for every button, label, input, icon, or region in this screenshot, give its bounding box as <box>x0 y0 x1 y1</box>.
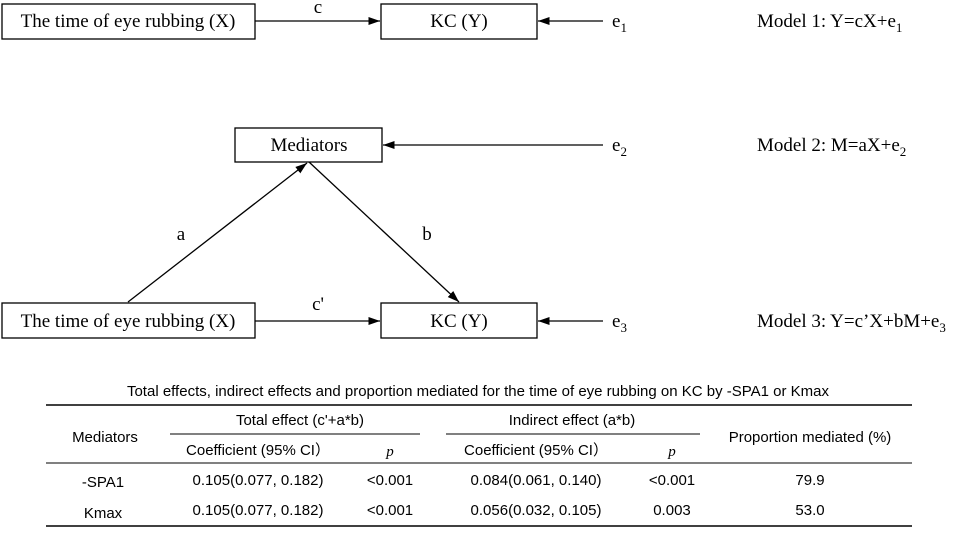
model1-path-c-label: c <box>314 0 322 18</box>
row2-ind-p: 0.003 <box>653 502 691 519</box>
model1-equation: Model 1: Y=cX+e1 <box>757 11 902 35</box>
mediators-label: Mediators <box>270 135 347 156</box>
row2-ind-coef: 0.056(0.032, 0.105) <box>471 502 602 519</box>
row1-ind-coef: 0.084(0.061, 0.140) <box>471 472 602 489</box>
model3-equation: Model 3: Y=c’X+bM+e3 <box>757 311 946 335</box>
row1-ind-p: <0.001 <box>649 472 695 489</box>
effects-table: Total effects, indirect effects and prop… <box>46 383 912 527</box>
model-1: The time of eye rubbing (X) c KC (Y) e1 … <box>1 0 902 40</box>
header-proportion: Proportion mediated (%) <box>729 429 892 446</box>
path-a-arrow <box>127 162 308 303</box>
model1-x-label: The time of eye rubbing (X) <box>21 11 236 32</box>
model3-y-label: KC (Y) <box>430 311 488 332</box>
model1-x-box <box>1 3 256 40</box>
path-a-label: a <box>177 224 186 245</box>
row1-total-coef: 0.105(0.077, 0.182) <box>193 472 324 489</box>
table-title: Total effects, indirect effects and prop… <box>127 383 830 400</box>
row2-prop: 53.0 <box>795 502 824 519</box>
model3-x-box <box>1 302 256 339</box>
header-mediators: Mediators <box>72 429 138 446</box>
header-indirect-effect: Indirect effect (a*b) <box>509 412 635 429</box>
path-c-prime-label: c' <box>312 294 324 315</box>
row2-total-coef: 0.105(0.077, 0.182) <box>193 502 324 519</box>
model3-y-box <box>380 302 538 339</box>
row2-total-p: <0.001 <box>367 502 413 519</box>
model2-error-label: e2 <box>612 135 627 159</box>
table-row: -SPA1 0.105(0.077, 0.182) <0.001 0.084(0… <box>82 472 825 491</box>
path-b-arrow <box>308 161 460 303</box>
subheader-indirect-p: p <box>667 444 676 460</box>
model1-error-label: e1 <box>612 11 627 35</box>
row1-prop: 79.9 <box>795 472 824 489</box>
model1-y-label: KC (Y) <box>430 11 488 32</box>
subheader-indirect-coef: Coefficient (95% CI） <box>464 442 608 459</box>
mediators-box <box>234 127 383 163</box>
model2-equation: Model 2: M=aX+e2 <box>757 135 906 159</box>
model1-y-box <box>380 3 538 40</box>
row1-mediator: -SPA1 <box>82 474 124 491</box>
path-b-label: b <box>422 224 432 245</box>
header-total-effect: Total effect (c'+a*b) <box>236 412 364 429</box>
model3-x-label: The time of eye rubbing (X) <box>21 311 236 332</box>
model-3: a b The time of eye rubbing (X) c' KC (Y… <box>1 161 946 339</box>
model3-error-label: e3 <box>612 311 627 335</box>
row1-total-p: <0.001 <box>367 472 413 489</box>
row2-mediator: Kmax <box>84 505 123 522</box>
subheader-total-p: p <box>385 444 394 460</box>
table-row: Kmax 0.105(0.077, 0.182) <0.001 0.056(0.… <box>84 502 825 522</box>
model-2: Mediators e2 Model 2: M=aX+e2 <box>234 127 906 163</box>
subheader-total-coef: Coefficient (95% CI） <box>186 442 330 459</box>
